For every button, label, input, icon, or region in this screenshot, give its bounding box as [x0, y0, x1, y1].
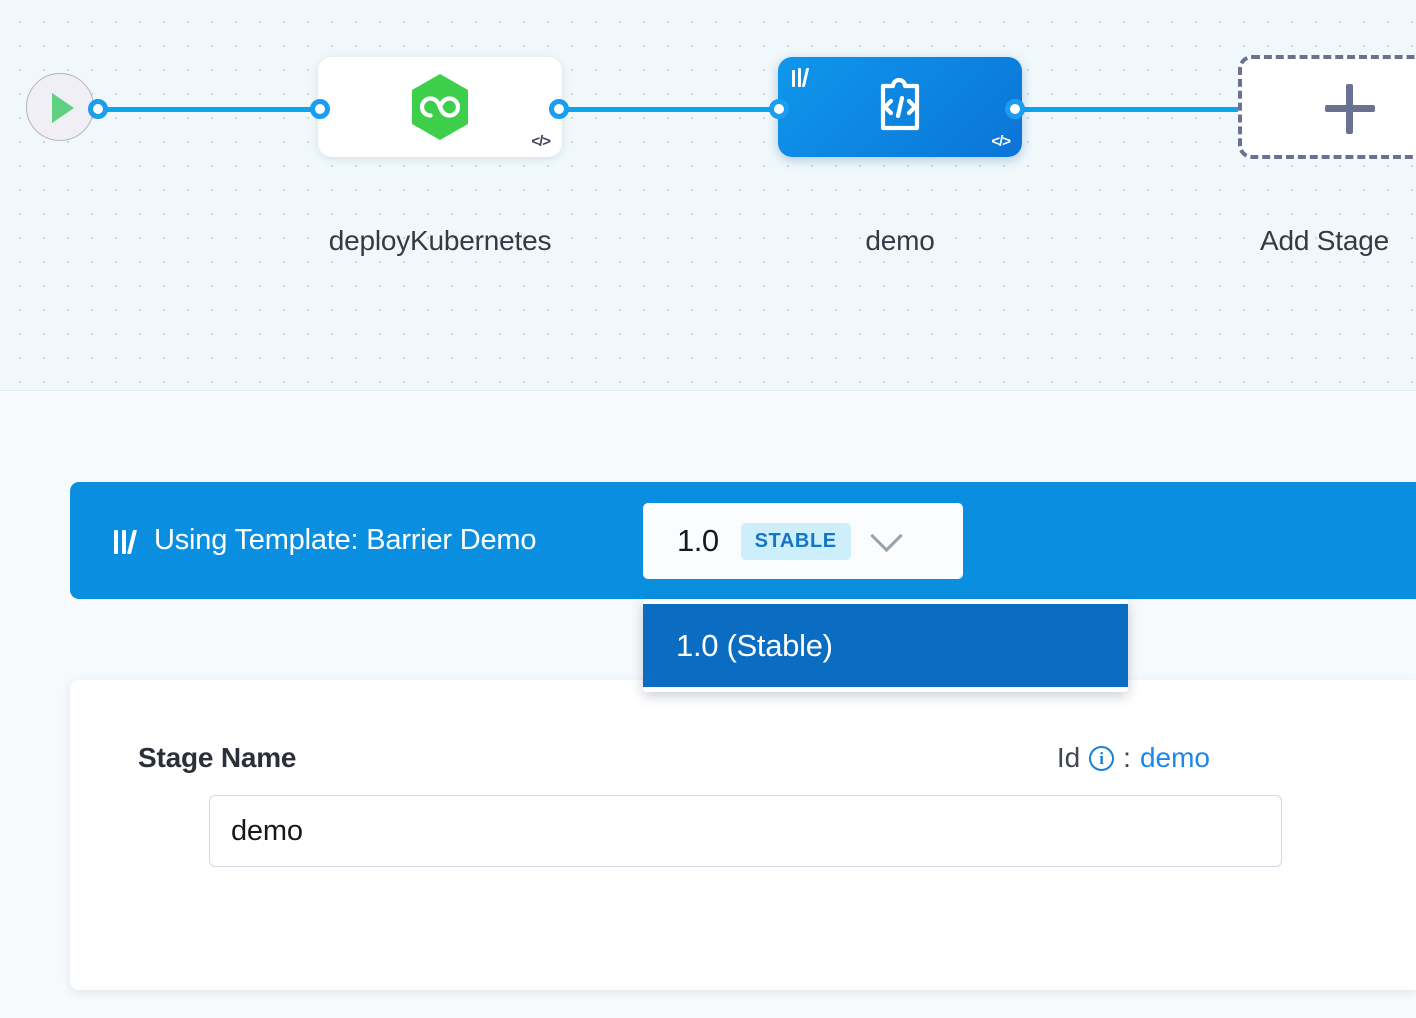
edge-stage2-to-add: [1006, 107, 1256, 112]
code-icon: </>: [991, 133, 1011, 150]
add-stage-node[interactable]: [1238, 55, 1416, 159]
stage-label-deploykubernetes: deployKubernetes: [328, 225, 552, 256]
template-version-dropdown[interactable]: 1.0 (Stable): [643, 599, 1128, 692]
info-icon[interactable]: i: [1089, 745, 1115, 771]
stage-id-display: Id i : demo: [1057, 742, 1210, 774]
template-version-selector[interactable]: 1.0 STABLE: [643, 503, 963, 579]
plus-icon-vertical: [1346, 84, 1353, 134]
stage-name-row: Stage Name Id i : demo: [138, 742, 1210, 774]
connector-dot-stage2-in[interactable]: [769, 99, 789, 119]
template-puzzle-code-icon: [778, 57, 1022, 157]
pipeline-canvas[interactable]: </> </> deployKubernetes demo Add Stag: [0, 0, 1416, 391]
template-version-value: 1.0: [677, 523, 719, 558]
connector-dot-stage2-out[interactable]: [1005, 99, 1025, 119]
edge-start-to-stage1: [96, 107, 328, 112]
stage-node-demo[interactable]: </>: [778, 57, 1022, 157]
dropdown-option-1-0-stable[interactable]: 1.0 (Stable): [643, 604, 1128, 687]
code-icon: </>: [531, 133, 551, 150]
add-stage-label: Add Stage: [1260, 225, 1389, 256]
stage-details-card: Stage Name Id i : demo: [70, 680, 1416, 990]
stage-name-label: Stage Name: [138, 742, 297, 773]
stage-label-demo: demo: [865, 225, 935, 256]
using-template-text: Using Template: Barrier Demo: [154, 524, 537, 556]
edge-stage1-to-stage2: [548, 107, 788, 112]
connector-dot-start-out[interactable]: [88, 99, 108, 119]
id-label: Id: [1056, 742, 1081, 773]
status-badge: STABLE: [740, 522, 851, 560]
template-library-icon: [114, 528, 137, 554]
kubernetes-hexagon-icon: [318, 57, 562, 157]
using-template-bar: Using Template: Barrier Demo 1.0 STABLE: [70, 482, 1416, 599]
connector-dot-stage1-out[interactable]: [549, 99, 569, 119]
play-icon: [52, 93, 74, 123]
template-library-icon: [792, 68, 810, 87]
id-separator: :: [1123, 742, 1131, 773]
stage-id-value[interactable]: demo: [1139, 742, 1210, 773]
stage-config-panel: Using Template: Barrier Demo 1.0 STABLE …: [0, 391, 1416, 1018]
chevron-down-icon[interactable]: [869, 519, 903, 552]
connector-dot-stage1-in[interactable]: [310, 99, 330, 119]
pipeline-start-node[interactable]: [26, 73, 94, 141]
stage-name-input[interactable]: [209, 795, 1282, 867]
stage-node-deploykubernetes[interactable]: </>: [318, 57, 562, 157]
